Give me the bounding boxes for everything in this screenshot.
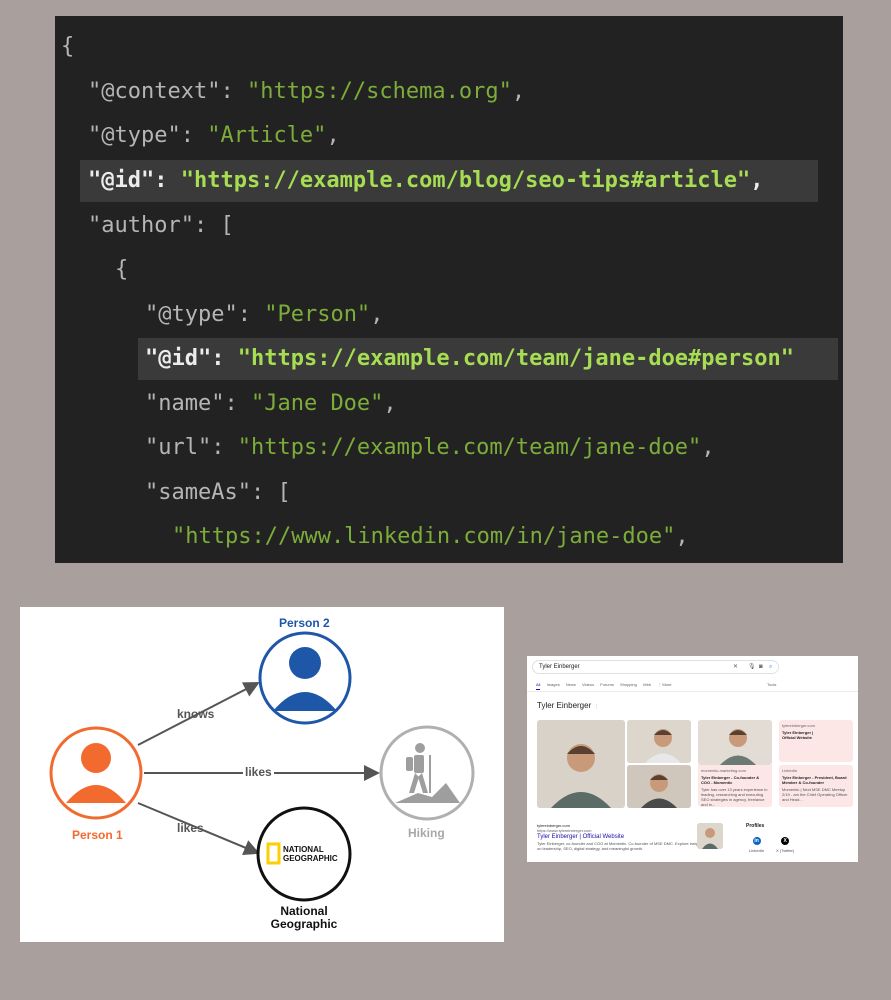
edge-knows [137,682,260,746]
code-line-highlighted: "@id": "https://example.com/team/jane-do… [138,338,838,380]
tab-shopping[interactable]: Shopping [619,682,637,687]
clear-icon[interactable]: ✕ [733,664,739,670]
person-icon [289,647,321,679]
profiles-heading: Profiles [746,823,765,829]
linkedin-icon: in [752,837,761,845]
natgeo-label: National Geographic [270,904,338,931]
person-icon [81,743,111,773]
result-url: https://www.tylereinberger.com [537,828,592,833]
natgeo-node [256,806,352,902]
natgeo-logo-text: NATIONAL GEOGRAPHIC [283,845,338,863]
tab-videos[interactable]: Videos [581,682,595,687]
mic-icon[interactable]: 🎙 [748,664,756,670]
tab-more[interactable]: ⋮ More [657,682,672,687]
person-1-node [49,726,143,820]
result-card[interactable]: momentic-marketing.com Tyler Einberger -… [698,765,772,807]
hiking-label: Hiking [408,826,445,840]
result-snippet: Tyler Einberger, co-founder and COO at M… [537,841,704,851]
code-line: "sameAs": [ [145,480,291,505]
code-line: { [115,257,129,282]
graph-svg [49,631,475,902]
result-site: tylereinberger.com [537,823,570,828]
knowledge-graph-diagram: Person 2 Person 1 Hiking knows likes lik… [20,607,504,942]
person-2-node [258,631,352,725]
search-icon[interactable]: ⌕ [769,664,773,670]
code-line: "@context": "https://schema.org", [88,79,526,104]
code-line: "@type": "Person", [145,302,384,327]
person-2-label: Person 2 [279,616,330,630]
natgeo-logo-icon [266,842,281,865]
hiking-node [379,725,475,821]
search-results-screenshot: Tyler Einberger ✕ 🎙 ◙ ⌕ All Images News … [527,656,858,862]
code-line: "author": [ [88,213,234,238]
tools-button[interactable]: Tools [767,682,777,687]
x-icon: X [781,837,790,845]
info-icon[interactable]: ⋮ [594,704,600,710]
tab-images[interactable]: Images [546,682,560,687]
profile-linkedin[interactable]: in LinkedIn [749,837,765,853]
tab-web[interactable]: Web [642,682,652,687]
profile-photo[interactable] [627,720,691,763]
hiker-icon [395,743,460,803]
code-line: "@type": "Article", [88,123,340,148]
code-line: "name": "Jane Doe", [145,391,397,416]
code-line-highlighted: "@id": "https://example.com/blog/seo-tip… [80,160,818,202]
camera-icon[interactable]: ◙ [759,664,763,670]
result-thumbnail[interactable] [697,823,723,849]
tab-all[interactable]: All [536,682,541,690]
search-query[interactable]: Tyler Einberger [539,664,580,670]
result-title-link[interactable]: Tyler Einberger | Official Website [537,834,625,840]
code-line: { [61,34,75,59]
tab-news[interactable]: News [565,682,576,687]
search-tabs: All Images News Videos Forums Shopping W… [536,682,677,690]
result-card[interactable]: tylereinberger.com Tyler Einberger | Off… [779,720,853,762]
divider [527,691,858,692]
organic-result: tylereinberger.com https://www.tylereinb… [537,823,707,851]
code-line: "url": "https://example.com/team/jane-do… [145,435,715,460]
person-1-label: Person 1 [72,828,123,842]
tab-forums[interactable]: Forums [600,682,614,687]
code-panel: { "@context": "https://schema.org", "@ty… [55,16,843,563]
result-card[interactable]: LinkedIn Tyler Einberger - President, Bo… [779,765,853,807]
code-line: "https://www.linkedin.com/in/jane-doe", [172,524,689,549]
profile-photo[interactable] [627,765,691,808]
edge-label-likes: likes [243,765,274,779]
profile-x-twitter[interactable]: X X (Twitter) [776,837,795,853]
edge-label-knows: knows [177,707,215,721]
search-bar[interactable]: Tyler Einberger ✕ 🎙 ◙ ⌕ [532,660,779,674]
edge-likes-natgeo [137,802,260,855]
profile-photo[interactable] [537,720,625,808]
card-photo[interactable] [698,720,772,765]
entity-title: Tyler Einberger⋮ [537,701,600,710]
edge-label-likes: likes [177,821,204,835]
